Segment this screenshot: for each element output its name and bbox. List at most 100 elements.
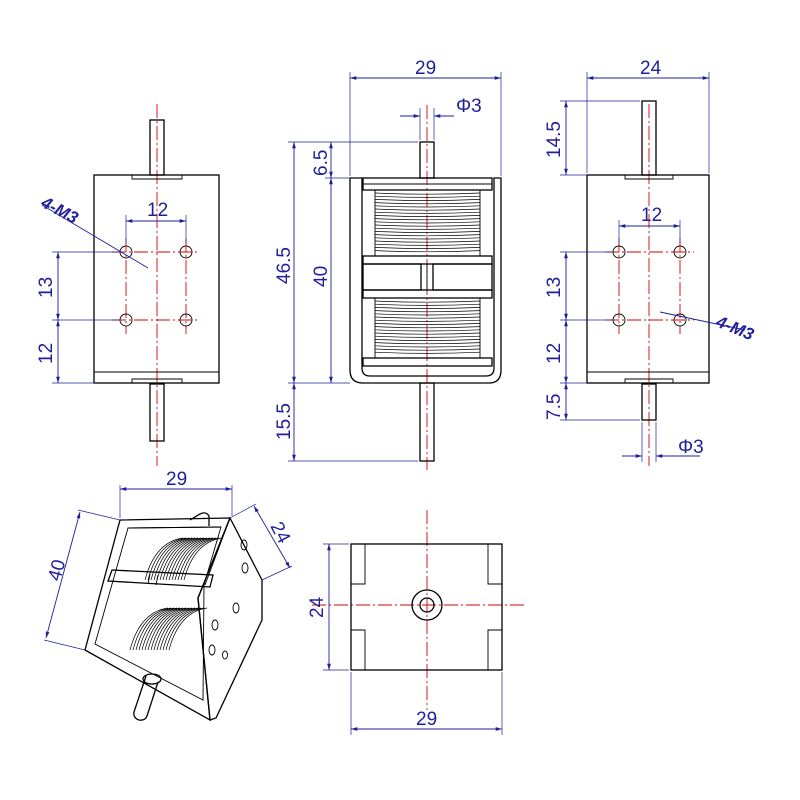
iso-coil-winding [180,537,220,581]
iso-coil-winding [144,537,184,581]
iso-view-dim-depth: 24 [266,518,295,547]
left-view-dim-hole-spacing-h: 12 [147,200,168,221]
iso-coil-winding [135,607,175,651]
coil-winding [374,195,481,198]
iso-coil-winding [177,537,217,581]
iso-coil-winding [159,537,199,581]
iso-view-lower-coil [129,607,208,651]
front-view-dim-shaft-diameter: Φ3 [456,96,482,117]
left-view-body [93,174,220,384]
right-view-dim-hole-bottom: 12 [544,343,565,364]
coil-winding [374,215,481,217]
coil-winding [374,329,481,332]
right-view-dim-top-shaft: 14.5 [544,121,565,158]
coil-winding [374,221,481,224]
iso-coil-winding [156,537,196,581]
iso-coil-winding [147,607,187,651]
coil-winding [374,348,481,351]
right-view-dim-hole-spacing-h: 12 [641,205,662,226]
iso-coil-winding [168,537,208,581]
iso-coil-winding [129,607,169,651]
top-view-dim-height: 24 [307,596,328,618]
iso-coil-winding [183,537,223,581]
coil-winding [374,192,481,195]
coil-winding [374,208,481,211]
coil-winding [374,300,481,303]
iso-coil-winding [162,607,202,651]
right-view-thread-callout: 4-M3 [713,312,757,345]
coil-winding [374,218,481,221]
iso-coil-winding [162,537,202,581]
coil-winding [374,342,481,345]
iso-coil-winding [174,537,214,581]
coil-winding [374,234,481,237]
coil-winding [374,323,481,325]
front-view-dim-bottom-shaft: 15.5 [274,403,295,440]
iso-view-frame [84,517,231,722]
left-view-mounting-holes [112,238,200,334]
iso-coil-winding [141,607,181,651]
iso-coil-winding [165,607,205,651]
iso-view-holes [208,539,249,660]
coil-winding [374,319,481,322]
coil-winding [374,310,481,313]
right-view-dim-width: 24 [640,58,662,79]
coil-winding [374,231,481,233]
coil-winding [374,313,481,316]
top-view-body [350,543,503,671]
iso-coil-winding [150,607,190,651]
coil-winding [374,326,481,329]
right-view-body [586,174,710,384]
front-view-lower-coil [374,300,481,354]
iso-coil-winding [150,537,190,581]
coil-winding [374,332,481,335]
iso-view-upper-coil [144,537,223,581]
coil-winding [374,224,481,227]
front-view-dim-frame-height: 40 [311,266,332,287]
coil-winding [374,205,481,208]
coil-winding [374,339,481,341]
coil-winding [374,199,481,201]
top-view-shaft-inner [419,597,435,613]
iso-coil-winding [153,607,193,651]
coil-winding [374,335,481,338]
right-view-mounting-holes [605,238,694,334]
coil-winding [374,250,481,253]
iso-coil-winding [165,537,205,581]
isometric-view: 29 40 24 [43,469,295,722]
coil-winding [374,202,481,205]
coil-winding [374,247,481,249]
right-view-dim-hole-spacing-v: 13 [544,277,565,298]
iso-coil-winding [168,607,208,651]
left-side-view: 12 13 12 4-M3 [36,104,220,466]
coil-winding [374,345,481,348]
front-view-frame [349,177,502,384]
iso-coil-winding [147,537,187,581]
top-view: 24 29 [307,510,526,735]
iso-coil-winding [159,607,199,651]
top-view-shaft-outer [411,589,443,621]
front-view-dim-width: 29 [415,58,436,79]
front-view-dim-total: 46.5 [274,247,295,284]
front-view: 29 Φ3 46.5 6.5 40 15.5 [274,58,502,470]
iso-coil-winding [156,607,196,651]
right-view-bottom-shaft [641,383,657,421]
coil-winding [374,316,481,319]
iso-coil-winding [153,537,193,581]
coil-winding [374,303,481,306]
coil-winding [374,351,481,354]
front-view-dim-top-shaft: 6.5 [311,150,332,176]
iso-coil-winding [171,537,211,581]
left-view-bottom-shaft [149,383,165,442]
top-view-dim-width: 29 [416,709,437,730]
coil-winding [374,307,481,309]
right-side-view: 24 12 14.5 13 12 7.5 Φ3 4-M3 [544,58,757,466]
coil-winding [374,237,481,240]
right-view-dim-shaft-diameter: Φ3 [678,437,704,458]
iso-view-dim-width: 29 [166,469,187,490]
iso-coil-winding [132,607,172,651]
iso-view-bottom-shaft [133,675,159,721]
coil-winding [374,211,481,214]
left-view-dim-hole-bottom: 12 [36,343,57,364]
